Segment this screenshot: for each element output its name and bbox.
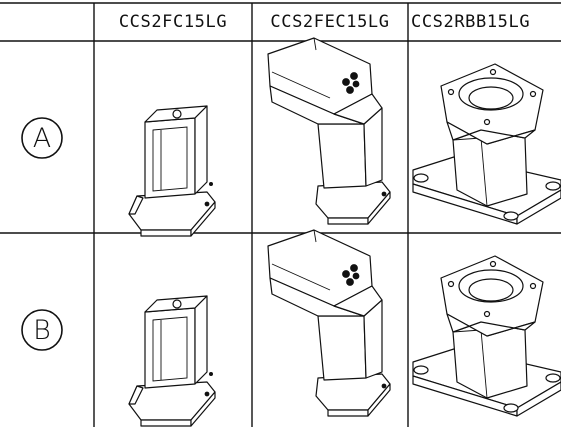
row-label-b: B [33, 314, 51, 346]
drawing-ccs2fc15lg-row-a [128, 105, 216, 237]
row-a-circle [21, 117, 63, 159]
drawing-ccs2fc15lg-row-b [128, 295, 216, 427]
drawing-ccs2rbb15lg-row-b [412, 255, 561, 417]
drawing-ccs2fec15lg-row-a [267, 37, 391, 225]
row-b-circle [21, 309, 63, 351]
row-label-a: A [32, 122, 52, 154]
column-header-ccs2fec15lg: CCS2FEC15LG [270, 12, 390, 32]
column-header-ccs2fc15lg: CCS2FC15LG [118, 12, 228, 32]
column-header-ccs2rbb15lg: CCS2RBB15LG [411, 12, 531, 32]
drawing-ccs2fec15lg-row-b [267, 229, 391, 417]
drawing-ccs2rbb15lg-row-a [412, 63, 561, 225]
